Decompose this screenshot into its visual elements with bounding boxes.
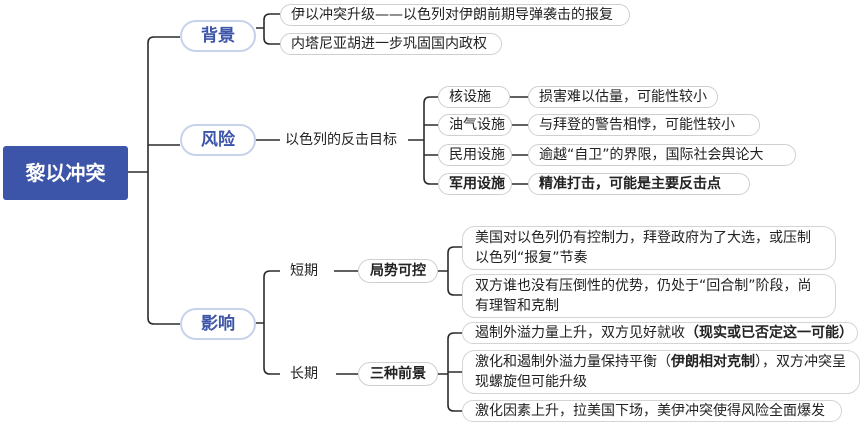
risk-target[interactable]: 以色列的反击目标 [285, 132, 397, 148]
category-impact[interactable]: 影响 [180, 308, 256, 340]
root-node[interactable]: 黎以冲突 [3, 146, 128, 200]
risk-item-name[interactable]: 民用设施 [438, 144, 512, 166]
impact-long-item[interactable]: 遏制外溢力量上升，双方见好就收（现实或已否定这一可能） [462, 322, 858, 344]
impact-long-item-text: 遏制外溢力量上升，双方见好就收 [475, 325, 685, 341]
category-risk[interactable]: 风险 [180, 124, 256, 156]
impact-short-mid[interactable]: 局势可控 [358, 259, 438, 283]
impact-long-item[interactable]: 激化因素上升，拉美国下场，美伊冲突使得风险全面爆发 [462, 400, 842, 422]
category-background[interactable]: 背景 [180, 20, 256, 52]
impact-long-item-text: 激化因素上升，拉美国下场，美伊冲突使得风险全面爆发 [475, 403, 825, 419]
impact-long-item-text: 激化和遏制外溢力量保持平衡（ [475, 354, 671, 370]
background-item[interactable]: 伊以冲突升级——以色列对伊朗前期导弹袭击的报复 [280, 4, 630, 26]
risk-item-name[interactable]: 油气设施 [438, 114, 512, 136]
risk-item-note[interactable]: 与拜登的警告相悖，可能性较小 [528, 114, 760, 136]
impact-long-item-content: 激化和遏制外溢力量保持平衡（伊朗相对克制），双方冲突呈现螺旋但可能升级 [475, 352, 847, 392]
impact-long-mid[interactable]: 三种前景 [358, 362, 438, 386]
background-item[interactable]: 内塔尼亚胡进一步巩固国内政权 [280, 33, 502, 55]
impact-short-item[interactable]: 美国对以色列仍有控制力，拜登政府为了大选，或压制以色列“报复”节奏 [462, 226, 836, 270]
impact-long-item[interactable]: 激化和遏制外溢力量保持平衡（伊朗相对克制），双方冲突呈现螺旋但可能升级 [462, 350, 860, 394]
impact-short-label[interactable]: 短期 [290, 263, 318, 279]
risk-item-name[interactable]: 核设施 [438, 86, 510, 108]
risk-item-note[interactable]: 损害难以估量，可能性较小 [528, 86, 718, 108]
impact-long-label[interactable]: 长期 [290, 366, 318, 382]
impact-short-item[interactable]: 双方谁也没有压倒性的优势，仍处于“回合制”阶段，尚有理智和克制 [462, 274, 836, 318]
risk-item-name[interactable]: 军用设施 [438, 173, 512, 195]
risk-item-note[interactable]: 精准打击，可能是主要反击点 [528, 173, 750, 195]
risk-item-note[interactable]: 逾越“自卫”的界限，国际社会舆论大 [528, 144, 796, 166]
impact-long-item-tail: ），双方冲突呈现螺旋但可能升级 [475, 354, 846, 390]
impact-long-item-bold: （现实或已否定这一可能） [685, 325, 853, 341]
impact-long-item-bold: 伊朗相对克制 [671, 354, 755, 370]
